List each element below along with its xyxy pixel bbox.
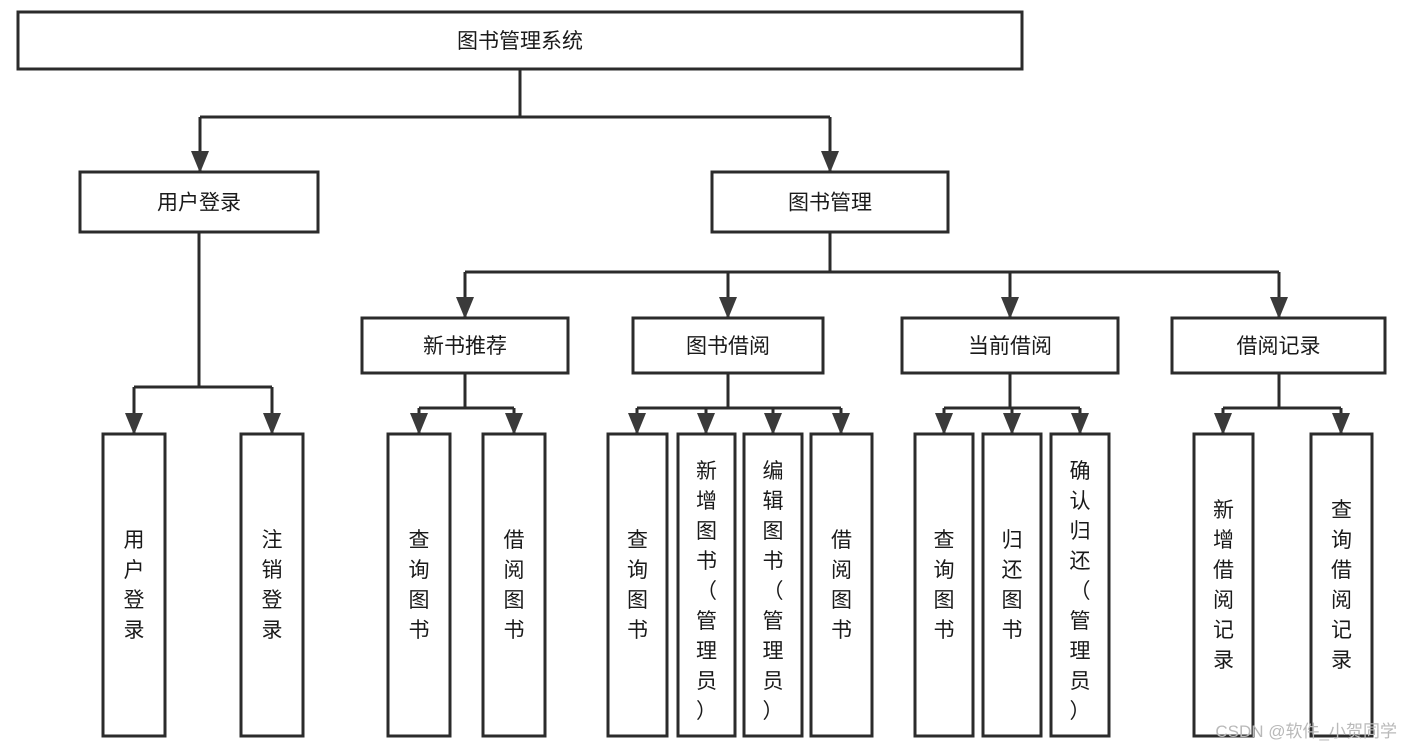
arrow-head-icon <box>1001 297 1019 319</box>
node-user-login[interactable]: 用户登录 <box>78 170 320 234</box>
arrow-head-icon <box>456 297 474 319</box>
node-label: 确认归还（管理员） <box>1070 460 1091 723</box>
node-label: 用户登录 <box>124 529 145 642</box>
node-leaf-confirm-return-admin[interactable]: 确认归还（管理员） <box>1049 432 1111 738</box>
node-box <box>1049 432 1111 738</box>
arrow-head-icon <box>191 151 209 173</box>
node-current-borrow[interactable]: 当前借阅 <box>900 316 1120 375</box>
node-box <box>606 432 669 738</box>
arrow-head-icon <box>410 413 428 435</box>
arrow-head-icon <box>628 413 646 435</box>
node-leaf-query-book-2[interactable]: 查询图书 <box>606 432 669 738</box>
node-label: 编辑图书（管理员） <box>763 460 784 723</box>
node-leaf-query-book-1[interactable]: 查询图书 <box>386 432 452 738</box>
node-leaf-borrow-book-1[interactable]: 借阅图书 <box>481 432 547 738</box>
node-leaf-borrow-book-2[interactable]: 借阅图书 <box>809 432 874 738</box>
node-label: 查询图书 <box>409 529 430 642</box>
node-label: 借阅记录 <box>1237 335 1321 358</box>
node-label: 查询图书 <box>627 529 648 642</box>
node-label: 借阅图书 <box>504 529 525 642</box>
node-book-manage[interactable]: 图书管理 <box>710 170 950 234</box>
arrow-head-icon <box>697 413 715 435</box>
node-root[interactable]: 图书管理系统 <box>16 10 1024 71</box>
node-label: 当前借阅 <box>968 335 1052 358</box>
arrow-head-icon <box>1332 413 1350 435</box>
node-label: 注销登录 <box>262 529 283 642</box>
node-leaf-query-borrow-record[interactable]: 查询借阅记录 <box>1309 432 1374 738</box>
node-new-book-recommend[interactable]: 新书推荐 <box>360 316 570 375</box>
node-leaf-return-book[interactable]: 归还图书 <box>981 432 1043 738</box>
arrow-head-icon <box>1214 413 1232 435</box>
node-box <box>1170 316 1387 375</box>
node-label: 借阅图书 <box>831 529 852 642</box>
arrow-head-icon <box>832 413 850 435</box>
node-box <box>386 432 452 738</box>
arrow-head-icon <box>1071 413 1089 435</box>
node-box <box>900 316 1120 375</box>
node-box <box>16 10 1024 71</box>
node-box <box>631 316 825 375</box>
node-leaf-add-borrow-record[interactable]: 新增借阅记录 <box>1192 432 1255 738</box>
arrow-head-icon <box>719 297 737 319</box>
node-leaf-add-book-admin[interactable]: 新增图书（管理员） <box>676 432 737 738</box>
node-box <box>1192 432 1255 738</box>
node-box <box>913 432 975 738</box>
arrow-head-icon <box>821 151 839 173</box>
node-box <box>1309 432 1374 738</box>
node-box <box>710 170 950 234</box>
node-box <box>481 432 547 738</box>
node-label: 新增图书（管理员） <box>696 460 717 723</box>
arrow-head-icon <box>505 413 523 435</box>
arrow-head-icon <box>764 413 782 435</box>
node-label: 图书借阅 <box>686 335 770 358</box>
node-leaf-user-login[interactable]: 用户登录 <box>101 432 167 738</box>
node-label: 新增借阅记录 <box>1213 499 1234 672</box>
node-box <box>101 432 167 738</box>
node-label: 查询借阅记录 <box>1331 499 1352 672</box>
csdn-watermark: CSDN @软件_小贺同学 <box>1215 722 1397 741</box>
node-box <box>360 316 570 375</box>
node-book-borrow[interactable]: 图书借阅 <box>631 316 825 375</box>
node-leaf-query-book-3[interactable]: 查询图书 <box>913 432 975 738</box>
node-leaf-edit-book-admin[interactable]: 编辑图书（管理员） <box>742 432 804 738</box>
node-label: 图书管理系统 <box>457 30 583 53</box>
edges-layer <box>125 69 1350 435</box>
node-label: 图书管理 <box>788 192 872 215</box>
nodes-layer: 图书管理系统用户登录图书管理新书推荐图书借阅当前借阅借阅记录用户登录注销登录查询… <box>16 10 1387 738</box>
node-box <box>239 432 305 738</box>
node-label: 归还图书 <box>1002 529 1023 642</box>
arrow-head-icon <box>935 413 953 435</box>
node-box <box>676 432 737 738</box>
node-box <box>78 170 320 234</box>
node-leaf-logout-login[interactable]: 注销登录 <box>239 432 305 738</box>
arrow-head-icon <box>1003 413 1021 435</box>
arrow-head-icon <box>125 413 143 435</box>
node-label: 新书推荐 <box>423 335 507 358</box>
node-box <box>809 432 874 738</box>
node-box <box>981 432 1043 738</box>
node-label: 用户登录 <box>157 192 241 215</box>
node-label: 查询图书 <box>934 529 955 642</box>
node-box <box>742 432 804 738</box>
arrow-head-icon <box>263 413 281 435</box>
node-borrow-record[interactable]: 借阅记录 <box>1170 316 1387 375</box>
arrow-head-icon <box>1270 297 1288 319</box>
